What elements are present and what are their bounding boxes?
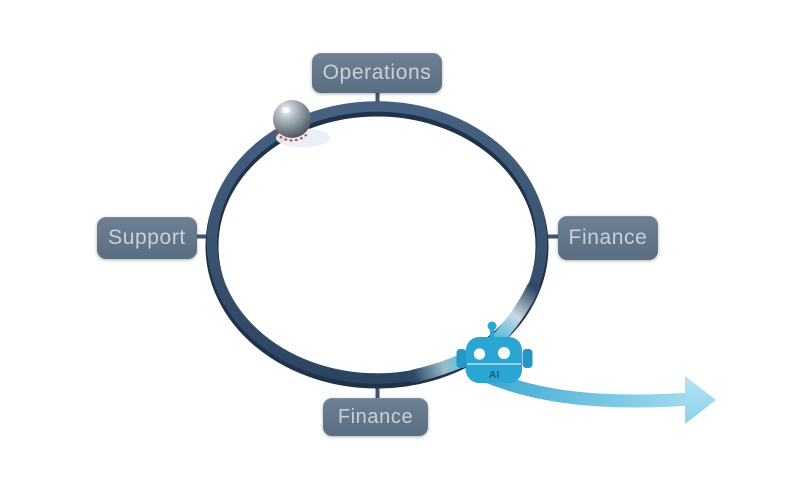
cycle-ring	[205, 101, 549, 389]
ring-highlight-layer	[206, 101, 548, 384]
robot-ear-left	[456, 349, 467, 368]
node-finance-bottom-label: Finance	[337, 405, 414, 428]
robot-label: AI	[489, 369, 500, 381]
ring-shine-upper	[490, 281, 540, 347]
ai-robot-icon: AI	[456, 321, 533, 383]
sphere-dashed-arc	[275, 132, 309, 142]
node-operations-label: Operations	[322, 61, 432, 84]
node-finance-right-label: Finance	[568, 226, 648, 249]
node-operations: Operations	[312, 53, 442, 93]
node-support-label: Support	[108, 226, 186, 249]
robot-eye-right	[498, 347, 510, 359]
node-finance-right: Finance	[558, 216, 658, 260]
robot-antenna-ball	[487, 321, 497, 331]
sphere-glint	[282, 107, 290, 113]
node-finance-bottom: Finance	[323, 398, 428, 436]
robot-eye-left	[473, 348, 486, 360]
sphere-marker	[273, 100, 330, 148]
node-support: Support	[97, 217, 197, 259]
arrow-head	[685, 376, 716, 424]
robot-ear-right	[522, 349, 533, 368]
sphere-body	[273, 100, 311, 138]
